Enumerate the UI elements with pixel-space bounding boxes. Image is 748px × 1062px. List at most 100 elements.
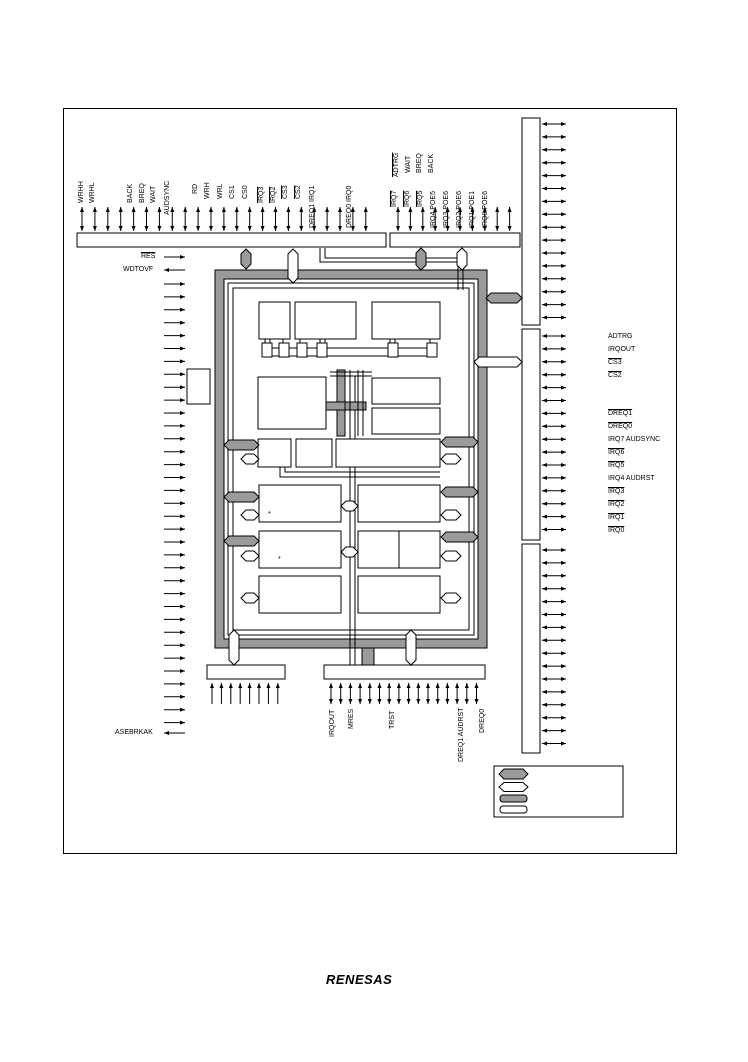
block-diagram-frame [63,108,677,854]
right-pin-arrow-b-13-tail [561,501,566,506]
top-left-pin-arrow-18-tail [312,226,317,231]
module-a [258,301,291,340]
right-pin-arrow-c-15-tail [561,741,566,746]
right-pin-arrow-a-6-head [542,199,547,204]
top-left-pin-arrow-7-tail [170,226,175,231]
pin-label-bottom-2: TRST [389,710,396,729]
bottom-right-pin-arrow-2-head [348,683,353,688]
right-pin-arrow-c-5-head [542,612,547,617]
top-left-pin-arrow-16-head [286,207,291,212]
left-pin-arrow-2-head [180,307,185,312]
left-pin-arrow-14-head [180,462,185,467]
pin-label-top-12: IRQ2 [270,186,277,203]
top-right-pin-arrow-2-head [420,207,425,212]
right-pin-arrow-b-3-tail [561,372,566,377]
right-pin-arrow-a-3-head [542,160,547,165]
left-pin-arrow-13-head [180,449,185,454]
right-pin-arrow-b-12-head [542,488,547,493]
pin-label-top-right-9: IRQ2 POE6 [456,191,463,228]
bus-link-right-1 [485,292,523,304]
left-pin-arrow-33-head [180,707,185,712]
bottom-left-pin-arrow-5-head [257,683,261,688]
pin-label-right-10: IRQ3 [608,488,625,495]
module-k [258,530,342,569]
right-pin-arrow-a-12-head [542,276,547,281]
right-pin-arrow-b-3-head [542,372,547,377]
right-pin-arrow-c-2-tail [561,573,566,578]
right-pin-arrow-b-11-tail [561,475,566,480]
right-pin-arrow-a-11-tail [561,263,566,268]
top-right-pin-arrow-3-tail [433,226,438,231]
module-b [294,301,357,340]
legend-bus-white [498,782,529,792]
left-pin-arrow-21-head [180,552,185,557]
right-pin-strip-1 [521,117,541,326]
bus-link-right-2 [473,356,523,368]
top-left-pin-arrow-6-head [157,207,162,212]
right-pin-arrow-a-13-head [542,289,547,294]
top-right-pin-arrow-4-tail [445,226,450,231]
right-pin-arrow-a-4-tail [561,173,566,178]
right-pin-arrow-b-5-tail [561,398,566,403]
top-left-pin-arrow-8-tail [183,226,188,231]
pin-label-res: RES [141,253,156,260]
right-pin-arrow-c-11-head [542,689,547,694]
top-left-pin-arrow-19-tail [325,226,330,231]
top-right-pin-arrow-8-head [495,207,500,212]
right-pin-arrow-a-1-tail [561,134,566,139]
right-pin-arrow-b-1-head [542,346,547,351]
top-left-pin-arrow-10-head [209,207,213,212]
top-left-pin-arrow-6-tail [157,226,162,231]
top-left-pin-arrow-0-head [80,207,84,212]
right-pin-arrow-b-14-head [542,514,547,519]
pin-label-top-8: WRL [217,183,224,199]
module-bus-lines [264,339,436,357]
bottom-left-pin-arrow-1-head [219,683,224,688]
legend-white-bar [499,805,528,814]
top-left-pin-arrow-5-tail [144,226,149,231]
top-left-pin-arrow-11-tail [221,226,226,231]
right-pin-arrow-c-10-tail [561,677,566,681]
right-pin-arrow-c-3-tail [561,586,566,591]
pin-label-top-3: BREQ [139,183,146,203]
left-pin-arrow-18-head [180,514,185,519]
top-right-pin-arrow-0-tail [396,226,400,231]
bus-link-o-right [440,592,462,604]
right-pin-arrow-c-15-head [542,741,547,746]
top-left-pin-arrow-0-tail [80,226,84,231]
left-pin-arrow-30-head [180,669,185,673]
pin-label-top-right-8: IRQ3 POE6 [443,191,450,228]
legend-grey-bar [499,794,528,803]
right-pin-arrow-c-14-tail [561,728,566,733]
bus-link-h-right [440,436,479,448]
right-pin-arrow-b-10-tail [561,463,566,467]
bus-link-i-left [223,491,260,503]
bottom-right-pin-arrow-3-tail [358,699,363,704]
module-bus-buffer-5 [426,342,438,358]
bottom-right-pin-arrow-2-tail [348,699,353,704]
bottom-right-pin-arrow-14-tail [464,699,469,704]
top-right-pin-arrow-8-tail [495,226,500,231]
bottom-right-pin-arrow-12-tail [445,699,450,704]
pin-label-bottom-1: MRES [348,708,355,729]
right-pin-arrow-c-10-head [542,677,547,681]
bus-link-i-left-2 [240,509,260,521]
right-pin-arrow-c-7-head [542,638,547,643]
bottom-right-pin-arrow-15-head [474,683,479,688]
right-pin-arrow-a-9-head [542,238,547,243]
right-pin-arrow-c-9-tail [561,664,566,669]
right-pin-arrow-b-1-tail [561,346,566,351]
pin-label-right-3: CS2 [608,372,622,379]
pin-label-right-1: IRQOUT [608,346,636,353]
top-left-pin-arrow-20-tail [338,226,342,231]
top-right-pin-arrow-9-head [507,207,512,212]
top-right-pin-strip [389,232,521,248]
right-pin-arrow-a-7-head [542,212,547,217]
left-pin-arrow-20-head [180,540,185,544]
pin-label-top-1: WRHL [89,182,96,203]
left-pin-arrow-asebrkak-head [164,731,169,735]
bottom-right-pin-arrow-1-head [338,683,343,688]
bottom-right-pin-arrow-5-tail [377,699,382,704]
top-left-pin-arrow-4-tail [131,226,136,231]
right-pin-arrow-a-11-head [542,263,547,268]
